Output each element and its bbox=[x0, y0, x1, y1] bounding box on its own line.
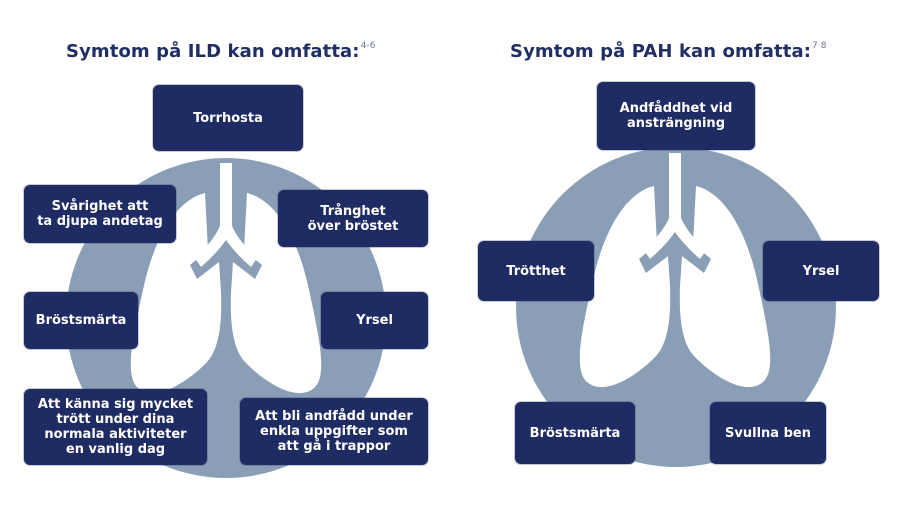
pah-lungs-icon bbox=[579, 153, 771, 388]
pah-symptom-exertional-breathlessness: Andfåddhet vid ansträngning bbox=[597, 82, 755, 150]
pah-title: Symtom på PAH kan omfatta:7 8 bbox=[510, 41, 827, 62]
pah-symptom-dizziness: Yrsel bbox=[763, 241, 879, 301]
ild-symptom-breathlessness: Att bli andfådd under enkla uppgifter so… bbox=[240, 398, 428, 465]
ild-lungs-icon bbox=[130, 163, 322, 394]
pah-panel: Symtom på PAH kan omfatta:7 8 Andfåddhet… bbox=[452, 0, 904, 510]
pah-symptom-swollen-legs: Svullna ben bbox=[710, 402, 826, 464]
pah-title-reference: 7 8 bbox=[812, 41, 827, 51]
ild-symptom-chest-tightness: Trånghet över bröstet bbox=[278, 190, 428, 247]
ild-symptom-chest-pain: Bröstsmärta bbox=[24, 292, 138, 349]
ild-title-text: Symtom på ILD kan omfatta: bbox=[66, 41, 360, 62]
ild-panel: Symtom på ILD kan omfatta:4-6 Torrhosta … bbox=[24, 41, 428, 478]
ild-symptom-fatigue: Att känna sig mycket trött under dina no… bbox=[24, 389, 207, 465]
ild-symptom-deep-breath-difficulty: Svårighet att ta djupa andetag bbox=[24, 185, 176, 243]
ild-title-reference: 4-6 bbox=[360, 41, 376, 51]
ild-title: Symtom på ILD kan omfatta:4-6 bbox=[66, 41, 376, 62]
pah-symptom-chest-pain: Bröstsmärta bbox=[515, 402, 635, 464]
pah-title-text: Symtom på PAH kan omfatta: bbox=[510, 41, 811, 62]
ild-symptom-dizziness: Yrsel bbox=[321, 292, 428, 349]
ild-symptom-dry-cough: Torrhosta bbox=[153, 85, 303, 151]
pah-symptom-fatigue: Trötthet bbox=[478, 241, 594, 301]
pah-lung-diagram bbox=[516, 147, 836, 467]
pah-background-circle bbox=[516, 147, 836, 467]
